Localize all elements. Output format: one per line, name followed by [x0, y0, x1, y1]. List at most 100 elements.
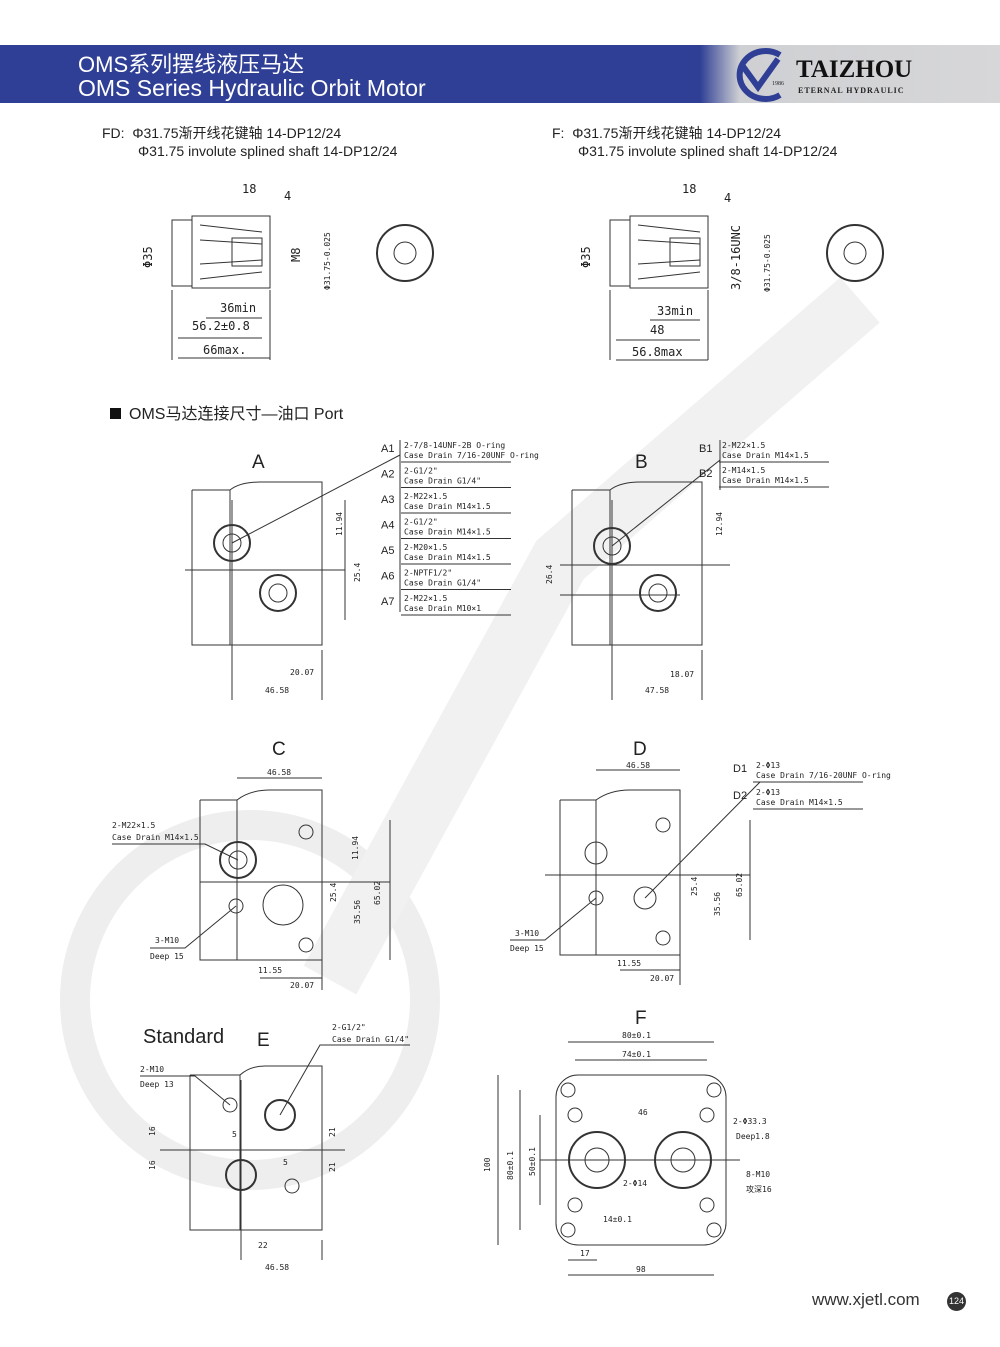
svg-text:2-M10: 2-M10	[140, 1065, 164, 1074]
svg-text:Φ31.75-0.025: Φ31.75-0.025	[763, 234, 772, 292]
svg-text:4: 4	[284, 189, 291, 203]
svg-text:25.4: 25.4	[353, 563, 362, 582]
svg-text:11.55: 11.55	[617, 959, 641, 968]
svg-text:3-M10: 3-M10	[515, 929, 539, 938]
svg-text:47.58: 47.58	[645, 686, 669, 695]
svg-text:Φ35: Φ35	[579, 246, 593, 268]
port-spec: Case Drain M14×1.5	[756, 798, 843, 807]
svg-text:4: 4	[724, 191, 731, 205]
port-spec: Case Drain M14×1.5	[404, 528, 491, 537]
port-spec: Case Drain M10×1	[404, 604, 481, 613]
svg-text:Case Drain G1/4": Case Drain G1/4"	[332, 1035, 409, 1044]
svg-text:5: 5	[232, 1130, 237, 1139]
title-en: OMS Series Hydraulic Orbit Motor	[78, 75, 426, 101]
svg-text:66max.: 66max.	[203, 343, 246, 357]
svg-text:17: 17	[580, 1249, 590, 1258]
svg-text:Φ31.75-0.025: Φ31.75-0.025	[323, 232, 332, 290]
svg-text:16: 16	[148, 1160, 157, 1170]
svg-text:11.94: 11.94	[351, 836, 360, 860]
port-spec: 2-M20×1.5	[404, 543, 448, 552]
port-code: B1	[699, 443, 712, 455]
port-c-drawing: C 46.58 11.94 25.4 35.56 65.02 11.5520.0…	[112, 739, 391, 990]
svg-text:20.07: 20.07	[290, 981, 314, 990]
svg-text:1986: 1986	[772, 81, 784, 87]
svg-text:D: D	[633, 739, 647, 760]
port-code: A2	[381, 469, 394, 481]
port-code: A3	[381, 494, 394, 506]
svg-text:20.07: 20.07	[290, 668, 314, 677]
footer-url: www.xjetl.com	[812, 1290, 920, 1309]
svg-text:46: 46	[638, 1108, 648, 1117]
port-spec: 2-G1/2"	[404, 518, 438, 527]
svg-text:48: 48	[650, 323, 664, 337]
svg-text:65.02: 65.02	[373, 881, 382, 905]
port-spec: Case Drain G1/4"	[404, 579, 481, 588]
svg-text:14±0.1: 14±0.1	[603, 1215, 632, 1224]
standard-label: Standard	[143, 1026, 225, 1048]
svg-text:16: 16	[148, 1126, 157, 1136]
port-spec: 2-Φ13	[756, 761, 780, 770]
svg-text:Deep 13: Deep 13	[140, 1080, 174, 1089]
port-f-drawing: F 80±0.174±0.1 46 100 80±0.1 50±0.1 14±0…	[483, 1008, 772, 1276]
svg-text:Deep1.8: Deep1.8	[736, 1132, 770, 1141]
svg-text:46.58: 46.58	[265, 1263, 289, 1272]
svg-text:80±0.1: 80±0.1	[506, 1151, 515, 1180]
svg-text:Deep 15: Deep 15	[510, 944, 544, 953]
svg-text:65.02: 65.02	[735, 873, 744, 897]
svg-text:18: 18	[682, 182, 696, 196]
svg-text:M8: M8	[289, 248, 303, 262]
port-code: A7	[381, 596, 394, 608]
svg-text:100: 100	[483, 1157, 492, 1172]
port-spec: Case Drain G1/4"	[404, 477, 481, 486]
svg-text:18: 18	[242, 182, 256, 196]
svg-text:3-M10: 3-M10	[155, 936, 179, 945]
port-spec: Case Drain M14×1.5	[722, 451, 809, 460]
port-spec: Case Drain M14×1.5	[722, 476, 809, 485]
svg-text:56.8max: 56.8max	[632, 345, 683, 359]
svg-text:E: E	[257, 1030, 270, 1051]
page-number: 124	[947, 1292, 966, 1311]
svg-text:35.56: 35.56	[713, 892, 722, 916]
svg-text:A: A	[252, 452, 265, 473]
shaft-fd-spec: FD: Φ31.75渐开线花键轴 14-DP12/24 Φ31.75 invol…	[102, 125, 398, 159]
watermark	[60, 277, 880, 1190]
port-spec: Case Drain 7/16-20UNF O-ring	[404, 451, 539, 460]
brand-logo-icon: 1986	[736, 48, 784, 102]
svg-text:36min: 36min	[220, 301, 256, 315]
port-code: A1	[381, 443, 394, 455]
svg-text:80±0.1: 80±0.1	[622, 1031, 651, 1040]
svg-text:11.94: 11.94	[335, 512, 344, 536]
svg-text:攻深16: 攻深16	[746, 1184, 772, 1194]
svg-text:21: 21	[328, 1162, 337, 1172]
port-spec: Case Drain M14×1.5	[404, 553, 491, 562]
port-spec: Case Drain M14×1.5	[404, 502, 491, 511]
svg-text:Φ35: Φ35	[141, 246, 155, 268]
port-spec: 2-7/8-14UNF-2B O-ring	[404, 441, 505, 450]
svg-text:Deep 15: Deep 15	[150, 952, 184, 961]
svg-text:98: 98	[636, 1265, 646, 1274]
svg-text:50±0.1: 50±0.1	[528, 1147, 537, 1176]
svg-text:20.07: 20.07	[650, 974, 674, 983]
brand-name: TAIZHOU	[796, 56, 913, 83]
shaft-f-spec: F: Φ31.75渐开线花键轴 14-DP12/24 Φ31.75 involu…	[552, 125, 838, 159]
svg-text:33min: 33min	[657, 304, 693, 318]
svg-text:B: B	[635, 452, 648, 473]
svg-text:21: 21	[328, 1127, 337, 1137]
svg-text:2-M22×1.5: 2-M22×1.5	[112, 821, 156, 830]
svg-text:Case Drain M14×1.5: Case Drain M14×1.5	[112, 833, 199, 842]
port-spec: 2-M14×1.5	[722, 466, 766, 475]
port-spec: 2-Φ13	[756, 788, 780, 797]
svg-text:22: 22	[258, 1241, 268, 1250]
svg-text:35.56: 35.56	[353, 900, 362, 924]
brand-subtitle: ETERNAL HYDRAULIC	[798, 86, 905, 95]
title-cn: OMS系列摆线液压马达	[78, 52, 305, 77]
header-band	[0, 45, 1000, 103]
svg-text:C: C	[272, 739, 286, 760]
svg-text:74±0.1: 74±0.1	[622, 1050, 651, 1059]
